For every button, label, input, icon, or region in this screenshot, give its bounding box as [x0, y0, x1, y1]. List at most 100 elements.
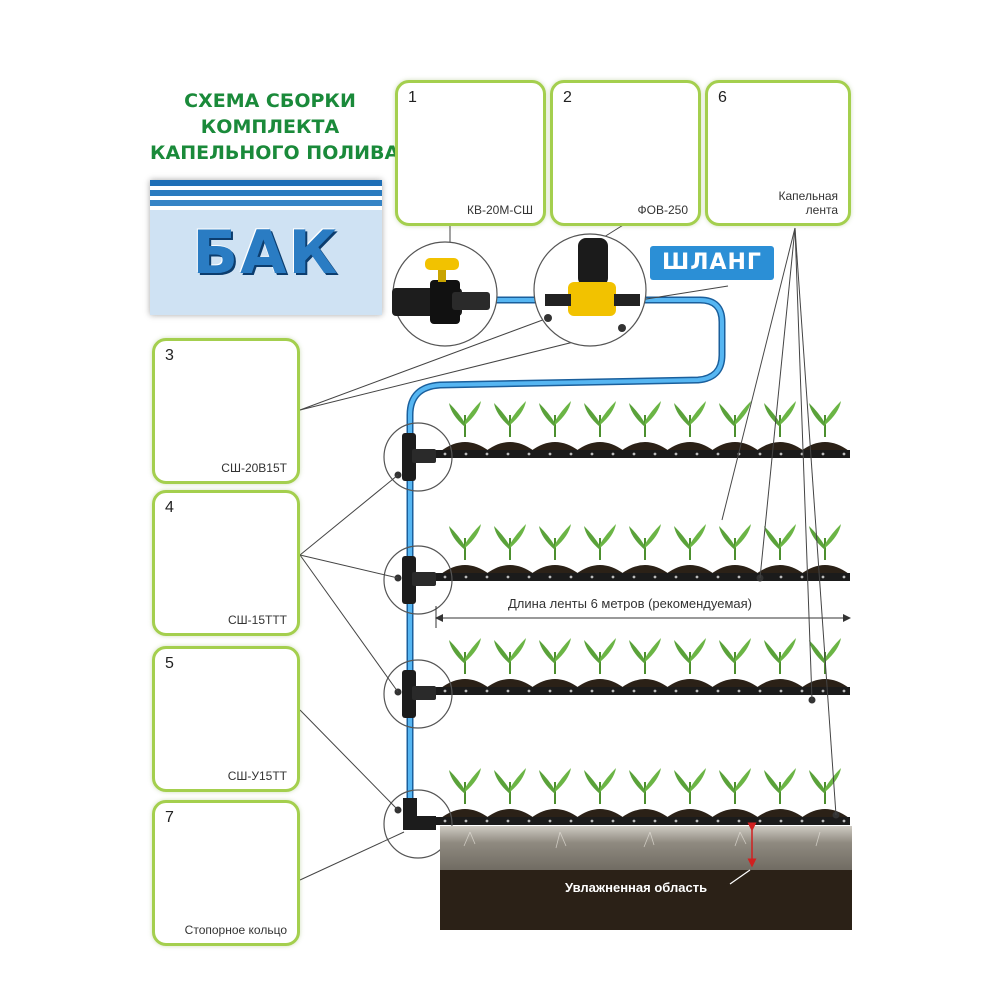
- fitting-magnifier: [383, 545, 453, 615]
- plant-leaf: [674, 526, 690, 550]
- plant-leaf: [719, 640, 735, 664]
- soil-mound: [756, 442, 804, 451]
- component-number: 4: [165, 499, 174, 516]
- plant-leaf: [764, 526, 780, 550]
- component-box-filter: 2 ФОВ-250: [550, 80, 701, 226]
- tank-label: БАК: [192, 218, 340, 288]
- component-box-valve: 1 КВ-20М-СШ: [395, 80, 546, 226]
- plant-leaf: [690, 401, 706, 425]
- soil-mound: [666, 442, 714, 451]
- fitting-magnifier: [383, 422, 453, 492]
- drip-hole: [842, 819, 846, 823]
- drip-hole: [716, 819, 720, 823]
- drip-hole: [695, 689, 699, 693]
- callout-lines: [299, 221, 837, 881]
- drip-hole: [443, 575, 447, 579]
- plant-leaf: [600, 638, 616, 662]
- drip-hole: [611, 452, 615, 456]
- plant-leaf: [600, 768, 616, 792]
- plant-leaf: [449, 770, 465, 794]
- plant-leaf: [825, 524, 841, 548]
- component-number: 7: [165, 809, 174, 826]
- drip-hole: [464, 452, 468, 456]
- drip-hole: [821, 819, 825, 823]
- soil-mound: [666, 565, 714, 574]
- plant-leaf: [645, 401, 661, 425]
- drip-hole: [779, 819, 783, 823]
- soil-mound: [801, 809, 849, 818]
- soil-mound: [441, 809, 489, 818]
- plant-leaf: [629, 770, 645, 794]
- component-caption: Стопорное кольцо: [184, 923, 287, 937]
- drip-hole: [485, 689, 489, 693]
- plant-leaf: [690, 524, 706, 548]
- plant-leaf: [555, 401, 571, 425]
- drip-hole: [506, 452, 510, 456]
- component-number: 1: [408, 89, 417, 106]
- drip-hole: [590, 689, 594, 693]
- title-line-1: СХЕМА СБОРКИ: [184, 90, 356, 112]
- plant-leaf: [584, 640, 600, 664]
- drip-hole: [632, 819, 636, 823]
- soil-mound: [756, 679, 804, 688]
- drip-hole: [548, 689, 552, 693]
- drip-hole: [506, 819, 510, 823]
- elbow-fitting: [403, 798, 436, 830]
- plant-leaf: [645, 768, 661, 792]
- plant-leaf: [674, 403, 690, 427]
- soil-mound: [711, 565, 759, 574]
- drip-hole: [611, 575, 615, 579]
- soil-mound: [576, 565, 624, 574]
- plant-leaf: [809, 640, 825, 664]
- drip-hole: [716, 575, 720, 579]
- plant-leaf: [674, 770, 690, 794]
- tee-branch: [412, 686, 436, 700]
- drip-hole: [695, 452, 699, 456]
- drip-hole: [821, 689, 825, 693]
- plant-leaf: [449, 640, 465, 664]
- plant-leaf: [825, 401, 841, 425]
- drip-hole: [632, 452, 636, 456]
- plant-leaf: [780, 401, 796, 425]
- soil-mound: [666, 809, 714, 818]
- plant-leaf: [809, 403, 825, 427]
- plant-leaf: [735, 638, 751, 662]
- plant-leaf: [465, 638, 481, 662]
- component-caption: Капельная лента: [778, 189, 839, 217]
- plant-leaf: [764, 640, 780, 664]
- plant-leaf: [539, 403, 555, 427]
- plant-leaf: [555, 768, 571, 792]
- drip-tape-line: [430, 573, 850, 581]
- drip-hole: [653, 452, 657, 456]
- tee-fitting: [402, 433, 416, 481]
- drip-hole: [464, 575, 468, 579]
- plant-leaf: [690, 638, 706, 662]
- soil-mound: [486, 679, 534, 688]
- drip-hole: [737, 689, 741, 693]
- soil-mound: [441, 679, 489, 688]
- component-number: 3: [165, 347, 174, 364]
- soil-mound: [486, 442, 534, 451]
- soil-mound: [711, 679, 759, 688]
- plant-leaf: [735, 401, 751, 425]
- drip-hole: [590, 575, 594, 579]
- drip-hole: [569, 689, 573, 693]
- drip-hole: [695, 819, 699, 823]
- plant-leaf: [719, 403, 735, 427]
- drip-hole: [590, 452, 594, 456]
- plant-leaf: [539, 526, 555, 550]
- drip-hole: [695, 575, 699, 579]
- drip-hole: [758, 452, 762, 456]
- drip-hole: [800, 575, 804, 579]
- soil-mound: [531, 679, 579, 688]
- drip-hole: [632, 689, 636, 693]
- drip-tape-line: [430, 817, 850, 825]
- plant-leaf: [449, 403, 465, 427]
- soil-mound: [486, 565, 534, 574]
- hose-label: ШЛАНГ: [650, 246, 774, 280]
- roots: [463, 831, 821, 849]
- soil-mound: [801, 565, 849, 574]
- fitting-magnifier: [383, 789, 453, 859]
- drip-hole: [611, 689, 615, 693]
- component-box-elbow: 5 СШ-У15ТТ: [152, 646, 300, 792]
